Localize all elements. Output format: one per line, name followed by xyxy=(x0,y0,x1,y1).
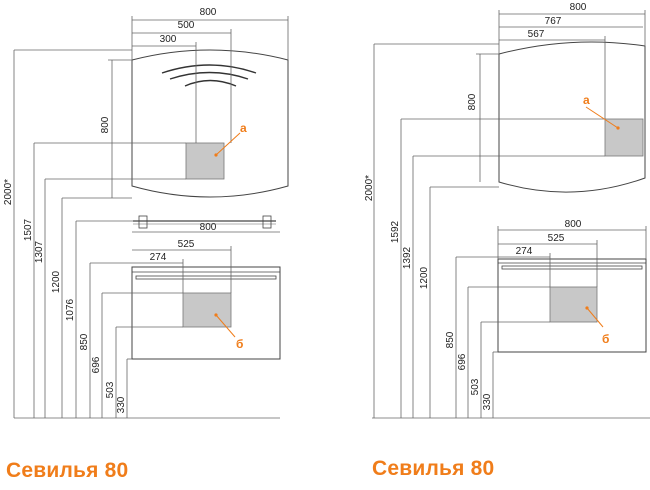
left-level-850: 850 xyxy=(79,333,90,350)
right-leader-b xyxy=(586,307,604,328)
right-panel-a xyxy=(604,118,644,157)
left-mirror-width-mid: 500 xyxy=(178,20,195,31)
left-panel-a xyxy=(185,142,225,180)
left-level-330: 330 xyxy=(116,396,127,413)
right-level-1200: 1200 xyxy=(419,266,430,289)
left-level-1507: 1507 xyxy=(23,218,34,241)
right-level-850: 850 xyxy=(445,331,456,348)
right-label-a: а xyxy=(583,93,590,107)
right-level-330: 330 xyxy=(482,393,493,410)
left-mirror-width-small: 300 xyxy=(160,34,177,45)
right-leader-b-dot xyxy=(585,306,589,310)
left-mirror-width-total: 800 xyxy=(200,7,217,18)
left-panel-b xyxy=(182,292,232,328)
right-cabinet xyxy=(497,258,647,353)
right-height-total: 2000* xyxy=(364,175,375,201)
right-drawing xyxy=(372,10,650,419)
left-level-1200: 1200 xyxy=(51,270,62,293)
left-lamp-arc-3 xyxy=(184,79,237,87)
left-lamp-arc-2 xyxy=(169,71,249,80)
left-cabinet xyxy=(131,266,281,360)
left-level-503: 503 xyxy=(105,381,116,398)
left-drawing xyxy=(13,16,289,419)
left-label-a: а xyxy=(240,121,247,135)
right-mirror-width-total: 800 xyxy=(570,2,587,13)
left-level-1076: 1076 xyxy=(65,298,76,321)
left-height-total: 2000* xyxy=(3,179,14,205)
left-leader-a-dot xyxy=(214,153,218,157)
left-leader-b xyxy=(215,314,236,338)
left-shelf-bracket-2 xyxy=(262,215,272,229)
left-mirror xyxy=(131,49,289,198)
right-mirror-width-small: 567 xyxy=(528,29,545,40)
right-mirror-width-mid: 767 xyxy=(545,16,562,27)
left-title: Севилья 80 xyxy=(6,459,129,482)
left-cabinet-handle xyxy=(135,275,277,280)
right-level-1592: 1592 xyxy=(390,220,401,243)
right-level-503: 503 xyxy=(470,378,481,395)
right-cabinet-width-mid: 525 xyxy=(548,233,565,244)
left-shelf-bracket-1 xyxy=(138,215,148,229)
right-mirror-height: 800 xyxy=(467,93,478,110)
left-lamp-arc-1 xyxy=(161,64,257,74)
left-cabinet-width-total: 800 xyxy=(200,222,217,233)
right-leader-a xyxy=(585,106,619,129)
right-cabinet-width-small: 274 xyxy=(516,246,533,257)
left-mirror-height: 800 xyxy=(100,116,111,133)
right-title: Севилья 80 xyxy=(372,457,495,480)
left-leader-b-dot xyxy=(214,313,218,317)
left-leader-a xyxy=(215,132,241,156)
right-panel-b xyxy=(549,286,598,323)
left-cabinet-width-small: 274 xyxy=(150,252,167,263)
right-mirror xyxy=(498,41,646,193)
left-cabinet-width-mid: 525 xyxy=(178,239,195,250)
left-level-1307: 1307 xyxy=(34,240,45,263)
right-label-b: б xyxy=(602,332,609,346)
right-leader-a-dot xyxy=(616,126,620,130)
right-cabinet-width-total: 800 xyxy=(565,219,582,230)
right-level-696: 696 xyxy=(457,353,468,370)
right-level-1392: 1392 xyxy=(402,246,413,269)
left-level-696: 696 xyxy=(91,356,102,373)
left-label-b: б xyxy=(236,337,243,351)
right-cabinet-handle xyxy=(501,265,643,270)
